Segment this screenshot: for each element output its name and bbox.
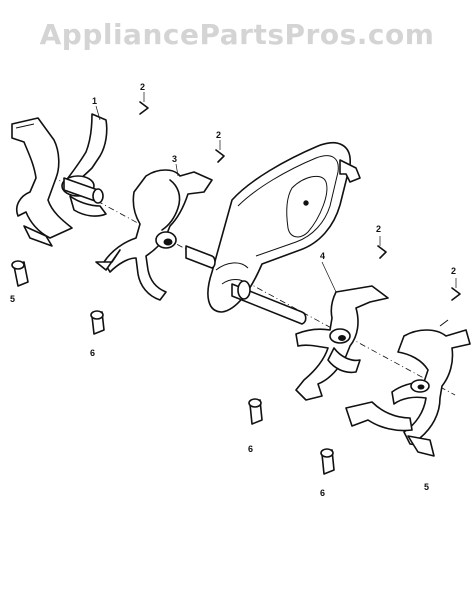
callout-clip-b: 2 (216, 130, 221, 140)
callout-tine-3: 3 (172, 154, 177, 164)
clip-pin-c (377, 236, 387, 259)
bolt-c (248, 398, 263, 425)
bolt-d (320, 448, 335, 475)
callout-clip-c: 2 (376, 224, 381, 234)
drive-shaft (185, 245, 307, 325)
clip-pin-b (215, 140, 225, 163)
callout-bolt-b: 6 (90, 348, 95, 358)
leader-1 (95, 105, 101, 121)
callout-clip-d: 2 (451, 266, 456, 276)
bolt-a (11, 260, 29, 287)
callout-tine-5: 5 (424, 482, 429, 492)
clip-pin-a (139, 92, 149, 115)
tine-4 (295, 285, 389, 401)
gearbox-housing (207, 141, 361, 313)
leader-4 (321, 261, 337, 293)
callout-bolt-a: 5 (10, 294, 15, 304)
callout-bolt-d: 6 (320, 488, 325, 498)
callout-tine-4: 4 (320, 251, 325, 261)
watermark-text: AppliancePartsPros.com (40, 18, 435, 51)
tine-3 (95, 169, 213, 301)
tine-1 (11, 113, 108, 247)
clip-pin-d (451, 278, 461, 301)
callout-bolt-c: 6 (248, 444, 253, 454)
bolt-b (90, 310, 105, 335)
leader-3 (175, 163, 179, 177)
tine-5 (345, 319, 471, 457)
callout-clip-a: 2 (140, 82, 145, 92)
callout-tine-1: 1 (92, 96, 97, 106)
